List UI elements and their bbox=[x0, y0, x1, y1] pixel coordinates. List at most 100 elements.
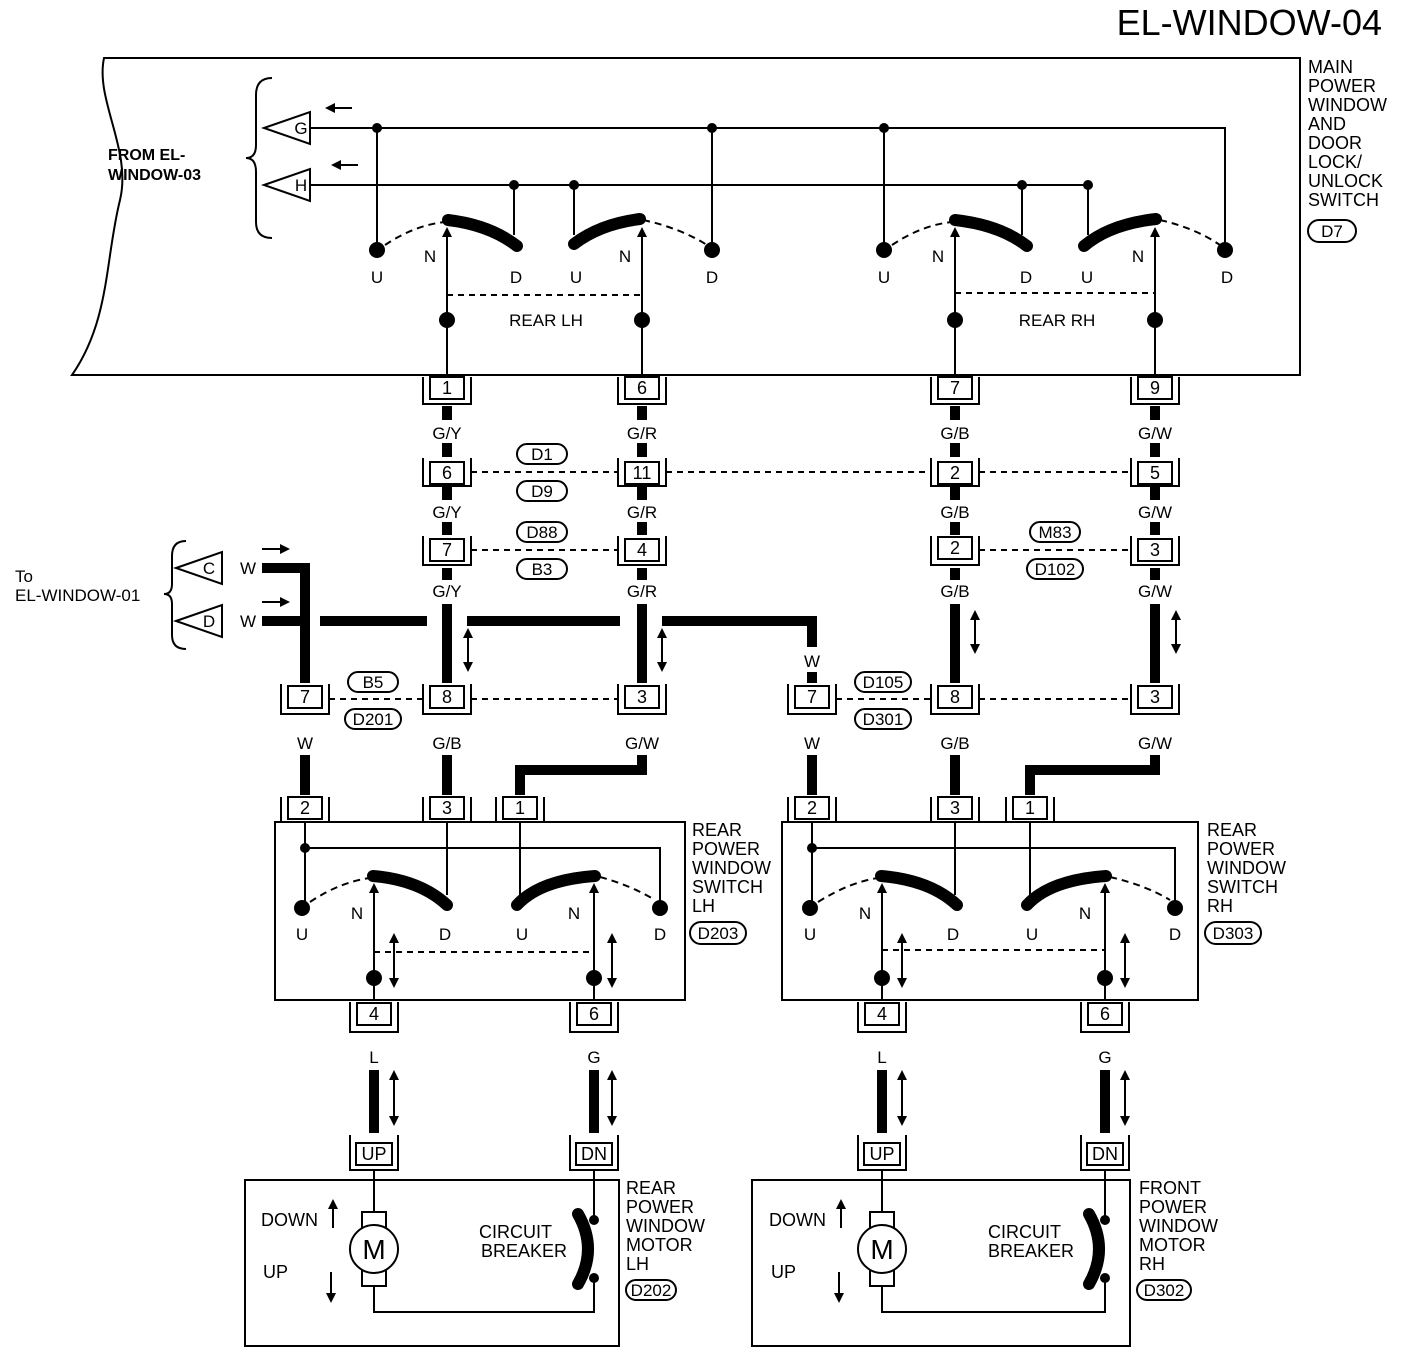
svg-text:G: G bbox=[1098, 1048, 1111, 1067]
svg-text:B5: B5 bbox=[363, 673, 384, 692]
svg-text:U: U bbox=[570, 268, 582, 287]
main-lh-switch1-arm bbox=[442, 214, 523, 252]
svg-text:8: 8 bbox=[950, 687, 960, 707]
svg-text:UP: UP bbox=[361, 1144, 386, 1164]
svg-text:6: 6 bbox=[1100, 1004, 1110, 1024]
connector-row2: 7 4 2 3 D88 B3 M83 D102 bbox=[422, 521, 1180, 580]
svg-text:D: D bbox=[510, 268, 522, 287]
svg-text:N: N bbox=[859, 904, 871, 923]
input-c-triangle bbox=[172, 550, 223, 586]
svg-text:CIRCUIT: CIRCUIT bbox=[479, 1222, 552, 1242]
svg-text:G/B: G/B bbox=[432, 734, 461, 753]
input-d-triangle bbox=[172, 603, 223, 639]
svg-text:G/B: G/B bbox=[940, 582, 969, 601]
svg-text:W: W bbox=[804, 652, 820, 671]
code-badge-d105 bbox=[854, 671, 912, 693]
svg-text:POWER: POWER bbox=[1308, 76, 1376, 96]
motor-rh-symbol bbox=[857, 1224, 907, 1274]
input-g-label: G bbox=[294, 119, 307, 138]
svg-text:G/R: G/R bbox=[627, 582, 657, 601]
svg-text:D202: D202 bbox=[631, 1281, 672, 1300]
diagram-title: EL-WINDOW-04 bbox=[1117, 2, 1382, 43]
main-rh-switch1-arm bbox=[949, 214, 1033, 252]
svg-text:G/W: G/W bbox=[1138, 424, 1172, 443]
svg-text:POWER: POWER bbox=[692, 839, 760, 859]
svg-text:3: 3 bbox=[1150, 540, 1160, 560]
svg-text:7: 7 bbox=[300, 687, 310, 707]
code-badge-d102 bbox=[1026, 558, 1084, 580]
svg-text:L: L bbox=[369, 1048, 378, 1067]
svg-text:9: 9 bbox=[1150, 378, 1160, 398]
svg-text:G/Y: G/Y bbox=[432, 582, 461, 601]
svg-text:SWITCH: SWITCH bbox=[692, 877, 763, 897]
code-badge-d303 bbox=[1204, 921, 1262, 945]
svg-text:MOTOR: MOTOR bbox=[1139, 1235, 1206, 1255]
svg-text:G/R: G/R bbox=[627, 424, 657, 443]
from-label-line2: WINDOW-03 bbox=[108, 167, 201, 184]
svg-text:D105: D105 bbox=[863, 673, 904, 692]
svg-text:G/B: G/B bbox=[940, 424, 969, 443]
svg-text:G/B: G/B bbox=[940, 503, 969, 522]
svg-text:SWITCH: SWITCH bbox=[1308, 190, 1379, 210]
svg-text:FRONT: FRONT bbox=[1139, 1178, 1201, 1198]
code-badge-d88 bbox=[516, 521, 568, 543]
main-power-window-switch: MAIN POWER WINDOW AND DOOR LOCK/ UNLOCK … bbox=[70, 57, 1387, 376]
code-badge-d302 bbox=[1136, 1279, 1192, 1301]
svg-text:U: U bbox=[804, 925, 816, 944]
svg-text:D: D bbox=[1020, 268, 1032, 287]
svg-text:D: D bbox=[439, 925, 451, 944]
svg-text:6: 6 bbox=[637, 378, 647, 398]
svg-text:N: N bbox=[619, 247, 631, 266]
svg-text:L: L bbox=[877, 1048, 886, 1067]
code-badge-d301 bbox=[854, 708, 912, 730]
code-badge-m83 bbox=[1029, 521, 1081, 543]
svg-text:G/B: G/B bbox=[940, 734, 969, 753]
svg-text:BREAKER: BREAKER bbox=[988, 1241, 1074, 1261]
svg-text:M83: M83 bbox=[1038, 523, 1071, 542]
svg-text:4: 4 bbox=[637, 540, 647, 560]
main-switch-label: MAIN POWER WINDOW AND DOOR LOCK/ UNLOCK … bbox=[1308, 57, 1387, 210]
svg-text:DN: DN bbox=[581, 1144, 607, 1164]
svg-text:M: M bbox=[870, 1234, 893, 1265]
svg-text:G: G bbox=[587, 1048, 600, 1067]
svg-text:CIRCUIT: CIRCUIT bbox=[988, 1222, 1061, 1242]
svg-text:3: 3 bbox=[637, 687, 647, 707]
svg-text:G/W: G/W bbox=[1138, 734, 1172, 753]
svg-text:WINDOW: WINDOW bbox=[1207, 858, 1286, 878]
svg-text:N: N bbox=[1132, 247, 1144, 266]
svg-text:2: 2 bbox=[950, 463, 960, 483]
svg-text:LH: LH bbox=[692, 896, 715, 916]
from-label-line1: FROM EL- bbox=[108, 147, 185, 164]
svg-text:U: U bbox=[516, 925, 528, 944]
svg-text:W: W bbox=[240, 612, 256, 631]
svg-text:G/Y: G/Y bbox=[432, 503, 461, 522]
svg-text:6: 6 bbox=[589, 1004, 599, 1024]
svg-text:REAR: REAR bbox=[692, 820, 742, 840]
svg-text:1: 1 bbox=[442, 378, 452, 398]
svg-text:N: N bbox=[351, 904, 363, 923]
svg-text:G/Y: G/Y bbox=[432, 424, 461, 443]
svg-text:BREAKER: BREAKER bbox=[481, 1241, 567, 1261]
wires-row1-row2: G/Y G/R G/B G/W bbox=[432, 487, 1172, 535]
svg-text:W: W bbox=[804, 734, 820, 753]
svg-text:2: 2 bbox=[300, 798, 310, 818]
svg-text:D: D bbox=[706, 268, 718, 287]
svg-text:N: N bbox=[932, 247, 944, 266]
svg-text:4: 4 bbox=[877, 1004, 887, 1024]
svg-text:M: M bbox=[362, 1234, 385, 1265]
code-badge-d1 bbox=[516, 443, 568, 465]
svg-text:POWER: POWER bbox=[1139, 1197, 1207, 1217]
svg-text:1: 1 bbox=[515, 798, 525, 818]
svg-text:D301: D301 bbox=[863, 710, 904, 729]
svg-text:G/W: G/W bbox=[1138, 582, 1172, 601]
rear-power-window-switch-lh: 2 3 1 U N D U N D 4 6 RE bbox=[274, 796, 771, 1033]
svg-text:D302: D302 bbox=[1144, 1281, 1185, 1300]
svg-text:3: 3 bbox=[1150, 687, 1160, 707]
svg-text:N: N bbox=[424, 247, 436, 266]
svg-text:N: N bbox=[568, 904, 580, 923]
code-badge-d203 bbox=[689, 921, 747, 945]
svg-text:N: N bbox=[1079, 904, 1091, 923]
svg-text:To: To bbox=[15, 567, 33, 586]
svg-text:WINDOW: WINDOW bbox=[692, 858, 771, 878]
